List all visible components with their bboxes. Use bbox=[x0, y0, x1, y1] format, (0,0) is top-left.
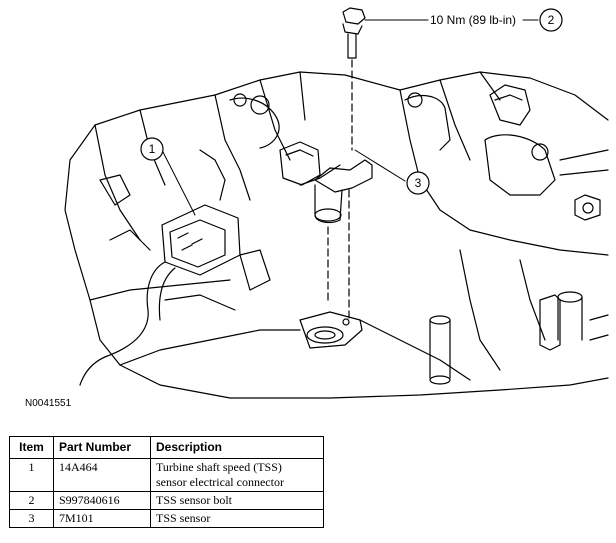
cell-item: 1 bbox=[9, 458, 54, 492]
callout-2: 2 bbox=[539, 8, 563, 32]
cell-description: TSS sensor bbox=[150, 509, 324, 528]
figure-id: N0041551 bbox=[25, 398, 72, 409]
cell-part-number: S997840616 bbox=[53, 491, 151, 510]
header-description: Description bbox=[150, 436, 324, 459]
tss-bolt-drawing bbox=[342, 7, 366, 319]
right-side-components bbox=[404, 84, 609, 385]
description-line: Turbine shaft speed (TSS) bbox=[156, 460, 282, 474]
table-row: 3 7M101 TSS sensor bbox=[9, 509, 324, 528]
tss-sensor-drawing bbox=[299, 159, 373, 349]
cell-part-number: 14A464 bbox=[53, 458, 151, 492]
description-line: sensor electrical connector bbox=[156, 475, 284, 489]
table-row: 1 14A464 Turbine shaft speed (TSS) senso… bbox=[9, 458, 324, 492]
header-part-number: Part Number bbox=[53, 436, 151, 459]
cell-item: 2 bbox=[9, 491, 54, 510]
header-item: Item bbox=[9, 436, 54, 459]
callout-leaders bbox=[162, 19, 539, 216]
torque-spec-label: 10 Nm (89 lb-in) bbox=[430, 13, 516, 27]
table-header-row: Item Part Number Description bbox=[9, 436, 324, 459]
transmission-case-outline bbox=[64, 71, 609, 399]
callout-1-label: 1 bbox=[149, 142, 156, 156]
callout-3-label: 3 bbox=[415, 176, 422, 190]
transmission-illustration: 1 2 3 10 Nm (89 lb-in) bbox=[64, 7, 609, 399]
cell-description: TSS sensor bolt bbox=[150, 491, 324, 510]
table-row: 2 S997840616 TSS sensor bolt bbox=[9, 491, 324, 510]
callout-1: 1 bbox=[140, 137, 164, 161]
parts-table: Item Part Number Description 1 14A464 Tu… bbox=[9, 436, 324, 528]
cell-item: 3 bbox=[9, 509, 54, 528]
tss-connector-drawing bbox=[79, 141, 341, 386]
cell-part-number: 7M101 bbox=[53, 509, 151, 528]
callout-3: 3 bbox=[406, 171, 430, 195]
cell-description: Turbine shaft speed (TSS) sensor electri… bbox=[150, 458, 324, 492]
callout-2-label: 2 bbox=[548, 13, 555, 27]
